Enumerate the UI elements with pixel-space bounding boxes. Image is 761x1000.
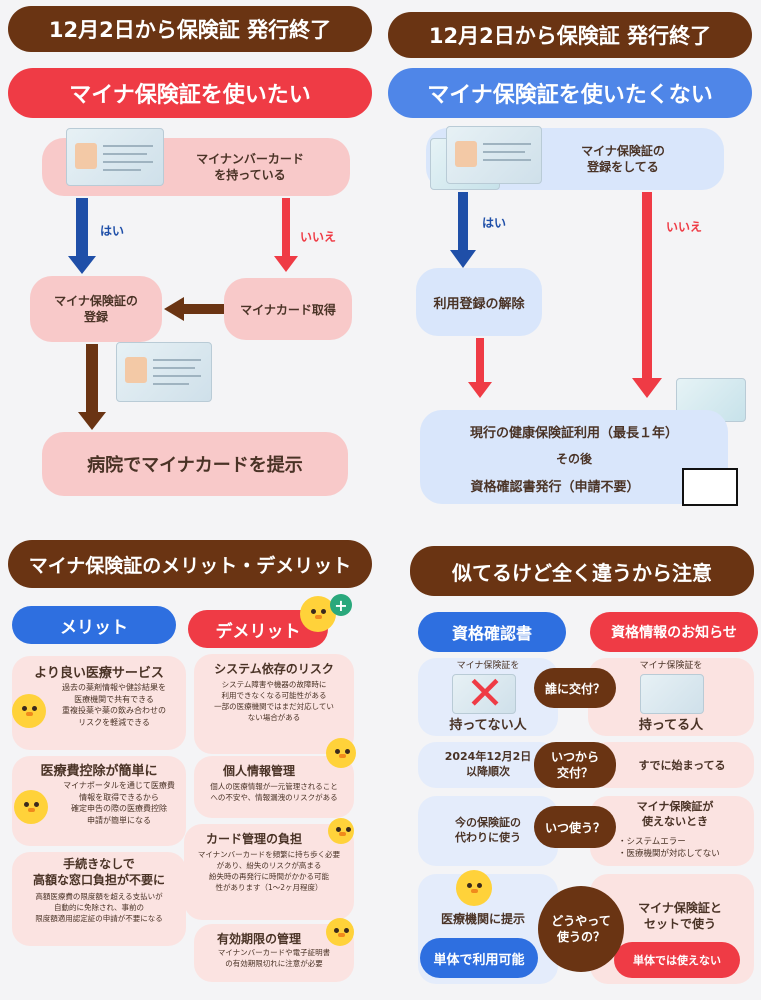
right-bottom-header: 似てるけど全く違うから注意 [410,546,754,596]
cancel-arrow-head [468,382,492,398]
merit-title-3: 手続きなしで 高額な窓口負担が不要に [32,857,165,888]
demerit-card-3: カード管理の負担 マイナンバーカードを頻繁に持ち歩く必要 があり、紛失のリスクが… [184,824,354,920]
mynumber-card-icon [66,128,164,186]
register-to-present-arrow [86,344,98,414]
demerit-card-2: 個人情報管理 個人の医療情報が一元管理されること への不安や、情報漏洩のリスクが… [194,756,354,818]
merit-card-3: 手続きなしで 高額な窓口負担が不要に 高額医療費の限度額を超える支払いが 自動的… [12,852,186,946]
result-line1: 現行の健康保険証利用（最長１年） [469,425,678,441]
row3-right [590,796,754,866]
demerit-title-4: 有効期限の管理 [216,932,301,946]
row4-left-badge: 単体で利用可能 [420,938,538,978]
row1-right-top: マイナ保険証を [639,661,703,671]
yes-label: はい [100,224,125,238]
chick-card-mascot-icon [328,818,354,844]
demerit-body-3: マイナンバーカードを頻繁に持ち歩く必要 があり、紛失のリスクが高まる 紛失時の再… [197,850,341,892]
merit-title-1: より良い医療サービス [34,666,164,681]
right-yes-arrow [458,192,468,252]
acquire-box: マイナカード取得 [224,278,352,340]
chick-mascot-icon-3 [14,790,48,824]
demerit-title-1: システム依存のリスク [214,662,334,676]
row4-right-badge: 単体では使えない [614,942,740,978]
mynumber-card-icon-2 [116,342,212,402]
right-yes-arrow-head [450,250,476,268]
mynumber-card-icon-3 [446,126,542,184]
acquire-to-register-arrow [184,304,224,314]
demerit-title-3: カード管理の負担 [205,832,302,846]
crossed-card-icon [452,674,516,714]
plus-badge-icon: + [330,594,352,616]
demerit-body-1: システム障害や機器の故障時に 利用できなくなる可能性がある 一部の医療機関ではま… [214,680,334,722]
card-icon [640,674,704,714]
cross-mark-icon: ✕ [465,666,505,720]
right-yes-label: はい [482,216,507,230]
present-box: 病院でマイナカードを提示 [42,432,348,496]
yes-arrow-head [68,256,96,274]
chick-mascot-icon-2 [12,694,46,728]
row4-question: どうやって 使うの？ [538,886,624,972]
merit-label: メリット [12,606,176,644]
row2-question: いつから 交付？ [534,742,616,788]
merit-title-2: 医療費控除が簡単に [40,764,158,779]
right-no-label: いいえ [666,220,703,234]
left-q-text: マイナンバーカード を持っている [196,151,304,182]
no-arrow-head [274,256,298,272]
right-no-arrow [642,192,652,380]
chick-police-mascot-icon [326,738,356,768]
cancel-box: 利用登録の解除 [416,268,542,336]
col-right-label: 資格情報のお知らせ [590,612,758,652]
row1-right-text: 持ってる人 [638,718,704,733]
right-top-subheader: マイナ保険証を使いたくない [388,68,752,118]
certificate-doc-icon [682,468,738,506]
result-box [420,410,728,504]
demerit-body-4: マイナンバーカードや電子証明書 の有効期限切れに注意が必要 [217,948,331,968]
col-left-label: 資格確認書 [418,612,566,652]
merit-body-3: 高額医療費の限度額を超える支払いが 自動的に免除され、事前の 限度額適用認定証の… [35,892,163,923]
chick-magnifier-mascot-icon [326,918,354,946]
merit-body-1: 過去の薬剤情報や健診結果を 医療機関で共有できる 重複投薬や薬の飲み合わせの リ… [62,683,166,727]
row1-question: 誰に交付？ [534,668,616,708]
row1-left-text: 持ってない人 [449,718,527,733]
demerit-body-2: 個人の医療情報が一元管理されること への不安や、情報漏洩のリスクがある [210,782,338,802]
no-label: いいえ [300,230,337,244]
row4-left-text: 医療機関に提示 [440,912,525,926]
merit-body-2: マイナポータルを通じて医療費 情報を取得できるから 確定申告の際の医療費控除 申… [63,781,175,825]
yes-arrow [76,198,88,258]
row3-left: 今の保険証の 代わりに使う [418,796,558,866]
chick-card-mascot-icon-2 [456,870,492,906]
row4-right-text: マイナ保険証と セットで使う [638,901,722,932]
no-arrow [282,198,290,258]
register-box: マイナ保険証の 登録 [30,276,162,342]
row3-right-text: マイナ保険証が 使えないとき [636,800,714,828]
cancel-arrow [476,338,484,384]
row2-right: すでに始まってる [590,742,754,788]
right-top-header: 12月2日から保険証 発行終了 [388,12,752,58]
left-top-subheader: マイナ保険証を使いたい [8,68,372,118]
row3-right-list: ・システムエラー ・医療機関が対応してない [618,837,720,860]
left-bottom-header: マイナ保険証のメリット・デメリット [8,540,372,588]
demerit-label: デメリット [188,610,328,648]
result-line3: 資格確認書発行（申請不要） [470,479,640,495]
result-line2: その後 [555,451,592,466]
demerit-card-1: システム依存のリスク システム障害や機器の故障時に 利用できなくなる可能性がある… [194,654,354,754]
row1-left-top: マイナ保険証を [456,661,520,671]
register-to-present-head [78,412,106,430]
right-no-arrow-head [632,378,662,398]
right-q-text: マイナ保険証の 登録をしてる [581,143,665,174]
left-top-header: 12月2日から保険証 発行終了 [8,6,372,52]
row3-question: いつ使う？ [534,806,616,848]
demerit-title-2: 個人情報管理 [222,764,295,778]
acquire-to-register-head [164,297,184,321]
